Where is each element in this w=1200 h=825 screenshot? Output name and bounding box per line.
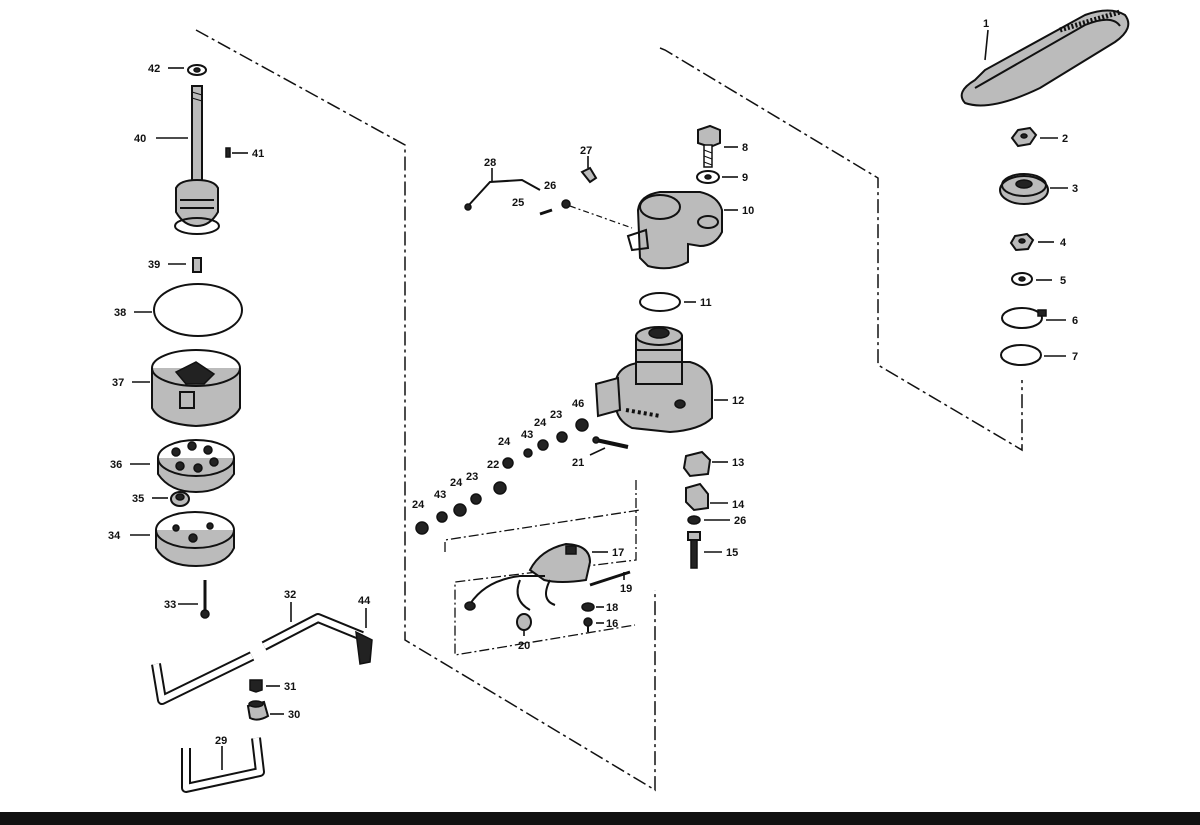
label-part-34: 34 (108, 530, 121, 542)
washer-18 (581, 602, 595, 612)
label-part-35: 35 (132, 493, 144, 505)
label-part-31: 31 (284, 681, 296, 693)
label-part-41: 41 (252, 148, 264, 160)
label-part-4: 4 (1060, 237, 1067, 249)
label-part-23a: 23 (550, 409, 562, 421)
label-part-44: 44 (358, 595, 371, 607)
label-part-24c: 24 (450, 477, 463, 489)
washer (1011, 272, 1033, 286)
seal-ring (639, 292, 681, 312)
leader-21 (589, 447, 606, 456)
terminal-14 (685, 482, 709, 512)
label-part-21: 21 (572, 457, 584, 469)
boot-30 (246, 700, 270, 721)
ground-wire (464, 178, 541, 211)
page-bottom-bar (0, 812, 1200, 825)
nut-20 (516, 613, 532, 631)
washer-26a (561, 199, 633, 229)
label-part-42: 42 (148, 63, 160, 75)
bushing-35 (170, 491, 190, 507)
label-part-30: 30 (288, 709, 300, 721)
bracket-housing (626, 191, 723, 270)
label-part-19: 19 (620, 583, 632, 595)
label-part-40: 40 (134, 133, 146, 145)
center-group-outline (195, 29, 1023, 792)
hose-bent (151, 651, 255, 705)
label-part-9: 9 (742, 172, 748, 184)
label-part-33: 33 (164, 599, 176, 611)
label-part-12: 12 (732, 395, 744, 407)
key-41 (225, 147, 231, 158)
rectifier-36 (157, 439, 235, 494)
nut-row-lower (415, 493, 482, 535)
nut-row-upper (493, 418, 589, 495)
label-part-5: 5 (1060, 275, 1066, 287)
label-part-24d: 24 (412, 499, 425, 511)
nut (1010, 126, 1038, 148)
label-part-17: 17 (612, 547, 624, 559)
armature-shaft (174, 85, 220, 235)
drive-belt (960, 9, 1130, 107)
pulley (999, 173, 1049, 205)
bolt (697, 124, 721, 168)
clip-31 (249, 679, 263, 693)
label-part-43b: 43 (434, 489, 446, 501)
label-part-20: 20 (518, 640, 530, 652)
label-part-7: 7 (1072, 351, 1078, 363)
label-part-38: 38 (114, 307, 126, 319)
washer-26 (687, 515, 701, 525)
label-part-11: 11 (700, 297, 712, 309)
hose-32 (261, 613, 373, 665)
lock-washer (696, 170, 720, 184)
bolt-39 (192, 257, 202, 273)
label-part-28: 28 (484, 157, 496, 169)
label-part-24a: 24 (534, 417, 547, 429)
bolt-15 (687, 531, 701, 569)
leader-1 (984, 29, 989, 61)
label-part-24b: 24 (498, 436, 511, 448)
label-part-1: 1 (983, 18, 989, 30)
label-part-37: 37 (112, 377, 124, 389)
label-part-46: 46 (572, 398, 584, 410)
label-part-43a: 43 (521, 429, 533, 441)
label-part-32: 32 (284, 589, 296, 601)
label-part-13: 13 (732, 457, 744, 469)
clamp-ring (1001, 307, 1047, 329)
label-part-16: 16 (606, 618, 618, 630)
label-part-14: 14 (732, 499, 745, 511)
label-part-22: 22 (487, 459, 499, 471)
label-part-25: 25 (512, 197, 524, 209)
end-cap-34 (155, 511, 235, 568)
alternator-body (594, 326, 713, 434)
label-part-26b: 26 (734, 515, 746, 527)
label-part-26a: 26 (544, 180, 556, 192)
screw-21 (592, 436, 629, 449)
label-part-10: 10 (742, 205, 754, 217)
screw-33 (200, 580, 210, 619)
clip-27 (580, 166, 598, 184)
label-part-39: 39 (148, 259, 160, 271)
label-part-18: 18 (606, 602, 618, 614)
u-hose-29 (181, 737, 265, 793)
regulator-assembly (464, 542, 631, 611)
screw-25 (539, 208, 553, 216)
label-part-27: 27 (580, 145, 592, 157)
label-part-36: 36 (110, 459, 122, 471)
screw-16 (583, 617, 593, 632)
ring (1000, 344, 1042, 366)
terminal-13 (682, 450, 712, 478)
label-part-23b: 23 (466, 471, 478, 483)
o-ring-38 (153, 283, 243, 337)
label-part-3: 3 (1072, 183, 1078, 195)
label-part-2: 2 (1062, 133, 1068, 145)
washer-42 (187, 64, 207, 76)
nut-small (1009, 232, 1035, 252)
label-part-29: 29 (215, 735, 227, 747)
label-part-8: 8 (742, 142, 748, 154)
housing-37 (151, 349, 241, 428)
label-part-6: 6 (1072, 315, 1078, 327)
label-part-15: 15 (726, 547, 738, 559)
